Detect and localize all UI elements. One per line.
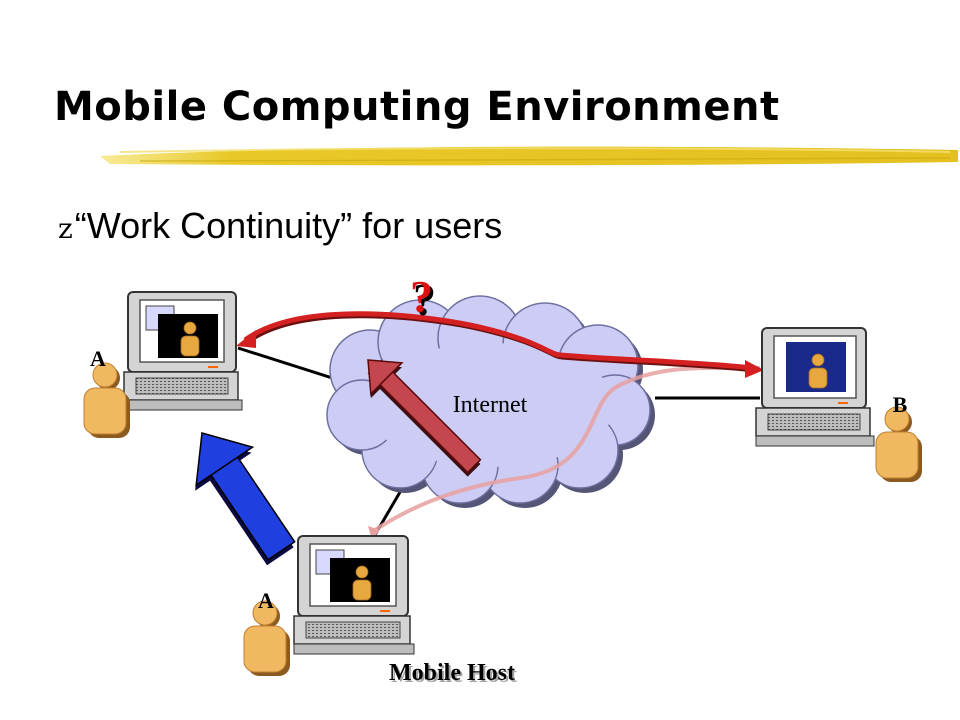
computer-right xyxy=(755,327,875,447)
bullet-item: z“Work Continuity” for users xyxy=(58,205,502,247)
user-a-top: A xyxy=(83,346,131,439)
internet-label: Internet xyxy=(453,392,528,418)
question-mark-shadow: ? xyxy=(413,274,436,325)
red-cloud-arrow xyxy=(367,359,482,477)
title-highlighter xyxy=(100,146,958,166)
bullet-text: “Work Continuity” for users xyxy=(74,205,503,246)
red-route-arrow xyxy=(236,311,764,378)
mobile-host-label-shadow: Mobile Host xyxy=(391,662,517,688)
user-a-top-label: A xyxy=(90,346,106,371)
question-mark: ? xyxy=(410,271,433,322)
bullet-marker: z xyxy=(58,212,73,245)
computer-top-left xyxy=(123,291,243,411)
computer-mobile-host xyxy=(293,535,415,655)
user-b: B xyxy=(875,392,923,483)
page-title: Mobile Computing Environment xyxy=(54,84,780,130)
user-b-label: B xyxy=(893,392,908,417)
blue-move-arrow xyxy=(195,432,296,566)
pink-migration-path xyxy=(370,365,761,534)
user-a-bottom-label: A xyxy=(258,588,274,613)
mobile-host-label: Mobile Host xyxy=(389,660,515,686)
user-a-bottom: A xyxy=(243,588,291,677)
